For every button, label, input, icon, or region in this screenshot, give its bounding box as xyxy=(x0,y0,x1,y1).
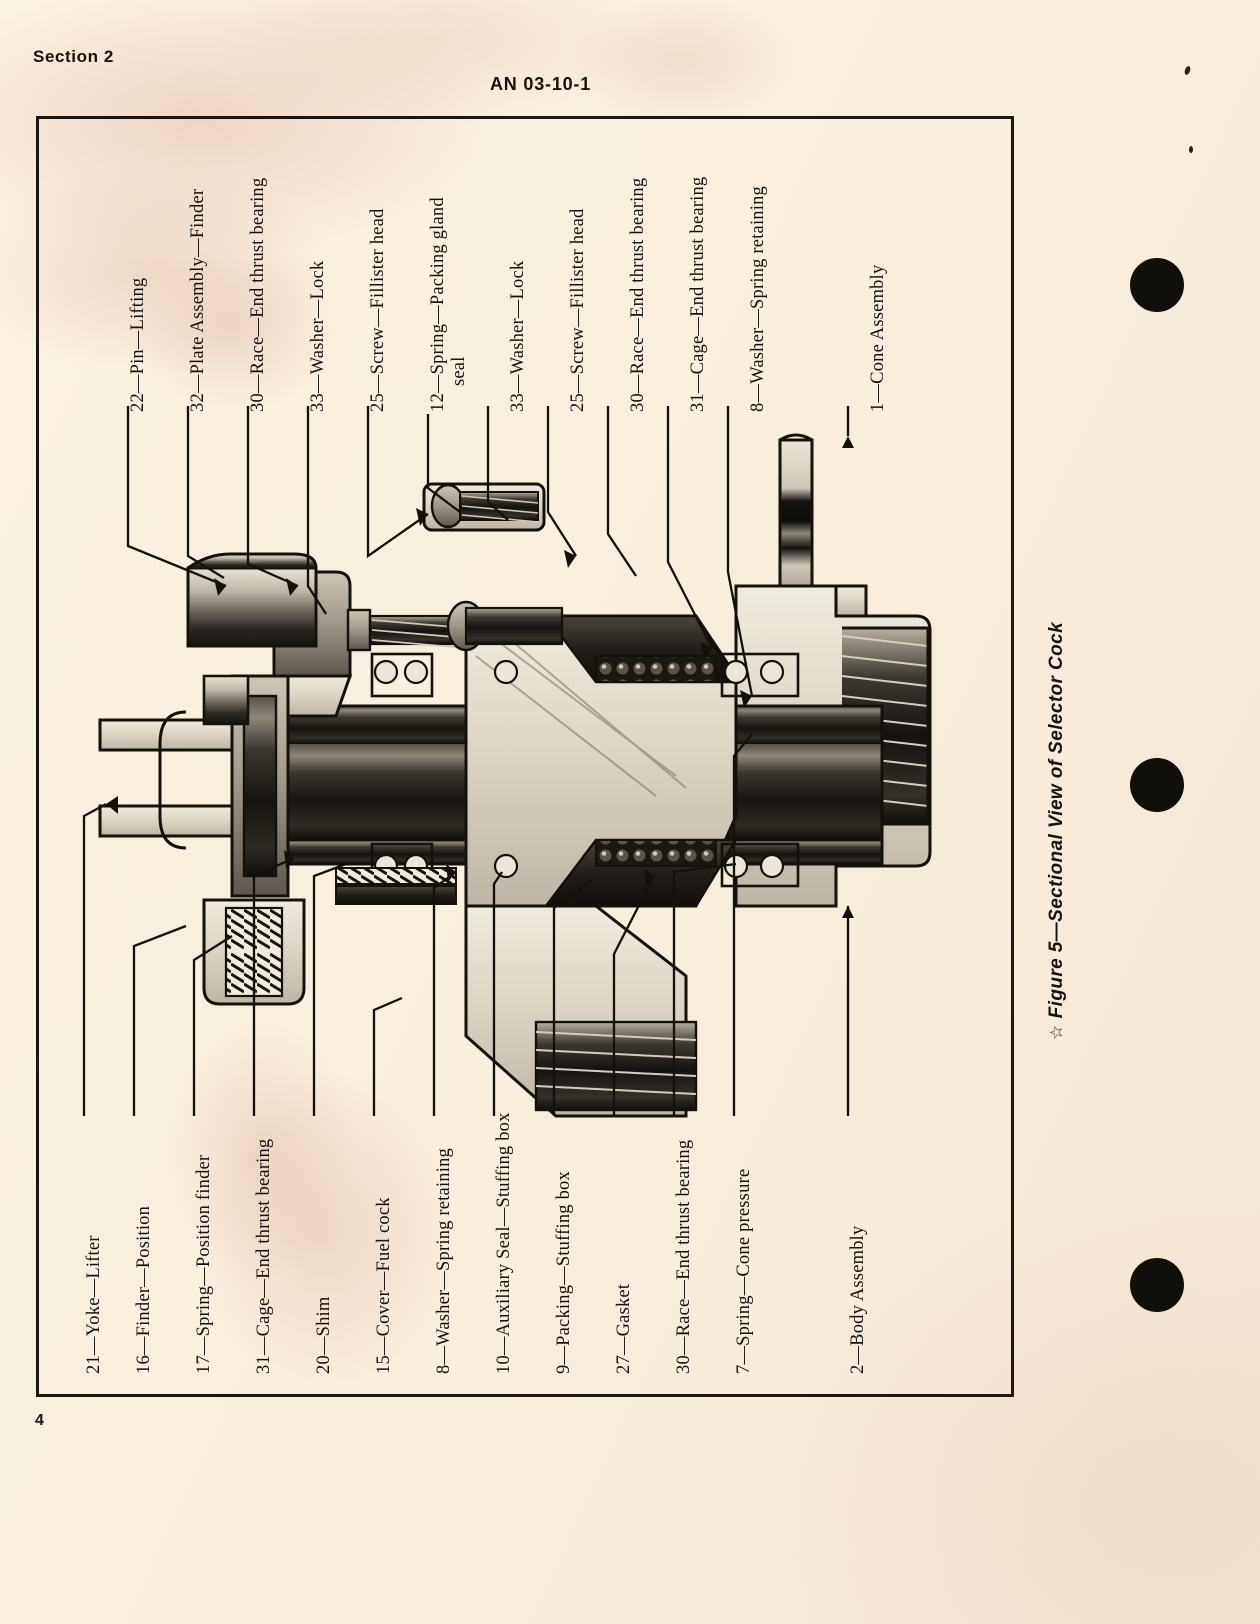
callout-label: 12—Spring—Packing gland xyxy=(428,197,448,412)
callout-bottom-1: 16—Finder—Position xyxy=(134,1206,155,1374)
callout-top-4: 25—Screw—Fillister head xyxy=(368,209,389,412)
document-number: AN 03-10-1 xyxy=(490,74,592,94)
callout-top-2: 30—Race—End thrust bearing xyxy=(248,178,269,412)
callout-bottom-4: 20—Shim xyxy=(314,1297,335,1374)
callout-label: 2—Body Assembly xyxy=(848,1225,868,1374)
callout-label: 30—Race—End thrust bearing xyxy=(674,1139,694,1374)
punch-hole xyxy=(1130,258,1184,312)
callout-bottom-0: 21—Yoke—Lifter xyxy=(84,1235,105,1374)
callout-label: 33—Washer—Lock xyxy=(508,260,528,412)
punch-hole xyxy=(1130,758,1184,812)
callout-label: 8—Washer—Spring retaining xyxy=(434,1148,454,1374)
callout-top-7: 25—Screw—Fillister head xyxy=(568,209,589,412)
section-label: Section 2 xyxy=(33,47,114,66)
callout-label: 10—Auxiliary Seal—Stuffing box xyxy=(494,1112,514,1374)
callout-label: 25—Screw—Fillister head xyxy=(368,208,388,412)
figure-caption: ☆ Figure 5—Sectional View of Selector Coc… xyxy=(1046,622,1068,1040)
callout-top-1: 32—Plate Assembly—Finder xyxy=(188,189,209,412)
callout-label: 22—Pin—Lifting xyxy=(128,277,148,412)
callout-label: 15—Cover—Fuel cock xyxy=(374,1197,394,1374)
paper-speck xyxy=(1189,146,1193,153)
callout-top-6: 33—Washer—Lock xyxy=(508,261,529,412)
callout-label: 32—Plate Assembly—Finder xyxy=(188,188,208,412)
callout-bottom-9: 27—Gasket xyxy=(614,1284,635,1374)
callout-top-3: 33—Washer—Lock xyxy=(308,261,329,412)
callout-label: 31—Cage—End thrust bearing xyxy=(688,176,708,412)
callout-label: 27—Gasket xyxy=(614,1283,634,1374)
callout-label: 31—Cage—End thrust bearing xyxy=(254,1138,274,1374)
callout-label: 33—Washer—Lock xyxy=(308,260,328,412)
selector-cock-sectional-illustration xyxy=(98,433,932,1118)
callout-label: 20—Shim xyxy=(314,1296,334,1374)
page-number: 4 xyxy=(35,1412,44,1429)
callout-bottom-12: 2—Body Assembly xyxy=(848,1226,869,1374)
callout-top-5: 12—Spring—Packing gland seal xyxy=(428,132,471,412)
callout-bottom-7: 10—Auxiliary Seal—Stuffing box xyxy=(494,1112,515,1374)
star-icon: ☆ xyxy=(1047,1024,1066,1040)
callout-bottom-11: 7—Spring—Cone pressure xyxy=(734,1169,755,1374)
callout-top-8: 30—Race—End thrust bearing xyxy=(628,178,649,412)
paper-speck xyxy=(1183,65,1192,76)
punch-hole xyxy=(1130,1258,1184,1312)
callout-label: 21—Yoke—Lifter xyxy=(84,1235,104,1374)
callout-label: 8—Washer—Spring retaining xyxy=(748,186,768,412)
callout-leader-lines xyxy=(82,406,854,1116)
callout-label: 9—Packing—Stuffing box xyxy=(554,1171,574,1374)
callout-top-0: 22—Pin—Lifting xyxy=(128,278,149,412)
callout-label: 30—Race—End thrust bearing xyxy=(248,177,268,412)
callout-bottom-10: 30—Race—End thrust bearing xyxy=(674,1140,695,1374)
figure-frame xyxy=(36,116,1014,1397)
callout-bottom-6: 8—Washer—Spring retaining xyxy=(434,1148,455,1374)
callout-label-cont: seal xyxy=(449,356,470,386)
callout-label: 7—Spring—Cone pressure xyxy=(734,1168,754,1374)
callout-top-9: 31—Cage—End thrust bearing xyxy=(688,177,709,412)
callout-label: 25—Screw—Fillister head xyxy=(568,208,588,412)
callout-top-11: 1—Cone Assembly xyxy=(868,265,889,412)
figure-caption-text: Figure 5—Sectional View of Selector Cock xyxy=(1046,621,1067,1019)
callout-label: 17—Spring—Position finder xyxy=(194,1154,214,1374)
callout-bottom-2: 17—Spring—Position finder xyxy=(194,1155,215,1374)
callout-label: 16—Finder—Position xyxy=(134,1205,154,1374)
callout-top-10: 8—Washer—Spring retaining xyxy=(748,186,769,412)
callout-label: 1—Cone Assembly xyxy=(868,264,888,412)
callout-bottom-5: 15—Cover—Fuel cock xyxy=(374,1197,395,1374)
callout-bottom-3: 31—Cage—End thrust bearing xyxy=(254,1139,275,1374)
callout-label: 30—Race—End thrust bearing xyxy=(628,177,648,412)
callout-bottom-8: 9—Packing—Stuffing box xyxy=(554,1171,575,1374)
